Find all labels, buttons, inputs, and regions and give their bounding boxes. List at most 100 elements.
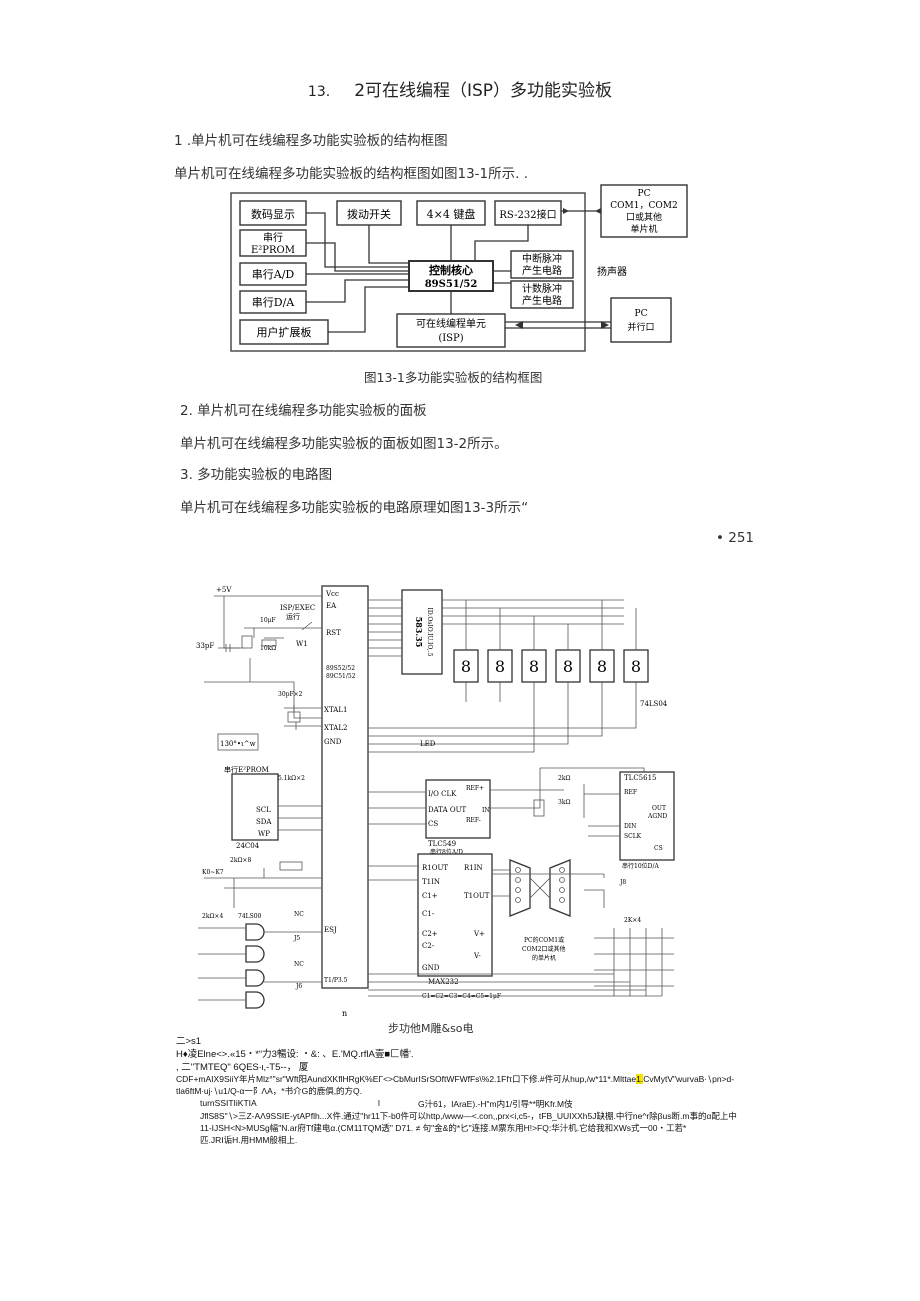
tlc549-chip	[425, 779, 491, 839]
led-label: LED	[420, 740, 436, 748]
eeprom-wp: WP	[258, 830, 270, 838]
eeprom-sda: SDA	[256, 818, 272, 826]
seven-seg-displays: 8 8 8 8 8 8	[453, 649, 649, 683]
page-title: 13. 2可在线编程（ISP）多功能实验板	[0, 76, 920, 101]
mcu-chip	[321, 585, 369, 989]
display-chip-label: 583.35	[414, 617, 424, 648]
serial-eprom-label-1: 串行	[263, 231, 283, 244]
cnt-pulse-label-1: 计数脉冲	[522, 282, 562, 295]
keypad-matrix	[594, 928, 674, 996]
tlc5615-chip	[619, 771, 675, 861]
ocr-highlight: 1.	[636, 1074, 644, 1084]
max232-r1out: R1OUT	[422, 864, 448, 872]
page-number: • 251	[716, 530, 755, 546]
tlc549-in: IN	[482, 807, 490, 814]
svg-text:8: 8	[631, 657, 641, 676]
pc-parallel-block	[610, 297, 672, 343]
control-core-label-1: 控制核心	[429, 263, 473, 277]
max232-vm: V-	[473, 952, 481, 960]
cap-30pf: 30pF×2	[278, 691, 303, 698]
ocr-line-4: CDF+mAIX9SiiY年片Mlz°"sr"Wft阳AundXKflHRgK%…	[176, 1073, 734, 1085]
pc-com-label-2: COM1，COM2	[610, 201, 677, 211]
mcu-name-2: 89C51/52	[326, 673, 356, 680]
dip-switch-label: 拨动开关	[347, 207, 391, 221]
n-label: n	[342, 1009, 347, 1018]
keypad-block	[416, 200, 486, 226]
rs232-block	[494, 200, 562, 226]
pc-com-block	[600, 184, 688, 238]
tlc549-label: TLC549	[428, 840, 456, 848]
isp-unit-label-2: (ISP)	[438, 333, 463, 344]
max232-c1m: C1-	[422, 910, 435, 918]
max232-c2m: C2-	[422, 942, 435, 950]
mcu-xtal2: XTAL2	[324, 724, 347, 732]
svg-text:8: 8	[461, 657, 471, 676]
cap-10uf: 10μF	[260, 617, 276, 624]
ocr-line-8: 11-IJSH<N>MUSg幅"N.ar府Tf建电α.(CM11TQM透" D7…	[200, 1123, 687, 1133]
mcu-esj: ESJ	[324, 926, 337, 934]
r-2k4b: 2K×4	[624, 917, 641, 924]
svg-text:8: 8	[597, 657, 607, 676]
ocr-line-7: JflS8S"∖>三Z-AΛ9SSIE-ytAPflh...X件.通过"hr11…	[200, 1111, 737, 1121]
int-pulse-block	[510, 250, 574, 279]
pc-com-caption-2: COM2口或其他	[522, 945, 565, 953]
svg-text:8: 8	[529, 657, 539, 676]
section-1-heading: 1 .单片机可在线编程多功能实验板的结构框图	[174, 133, 448, 149]
eeprom-chip	[231, 773, 279, 841]
tlc5615-din: DIN	[624, 823, 636, 830]
mcu-name-1: 89S52/52	[326, 665, 355, 672]
mcu-ea: EA	[326, 602, 337, 610]
section-2-heading: 2. 单片机可在线编程多功能实验板的面板	[180, 403, 427, 419]
tlc5615-out: OUT	[652, 805, 666, 812]
r-10k: 10kΩ	[260, 645, 276, 652]
ocr-line-4b: K%EΓ<>CbMurISrSOftWFWfFs\%2.1Ffτ口下修.#件可从…	[359, 1074, 632, 1084]
w1-label: W1	[296, 640, 308, 648]
ocr-line-5: tla6ftM∙uj∙∖u1/Q-α一阝ΛA，*书介G的鹿俱,的方Q.	[176, 1086, 363, 1096]
mcu-vcc: Vcc	[325, 590, 339, 598]
nc-label-2: NC	[294, 961, 304, 968]
section-1-text: 单片机可在线编程多功能实验板的结构框图如图13-1所示. .	[174, 166, 529, 182]
pc-parallel-label-2: 并行口	[627, 321, 654, 333]
pc-com-label-1: PC	[638, 189, 651, 199]
j8-label: J8	[619, 879, 626, 886]
j6-label: J6	[295, 983, 302, 990]
box-130-label: 130°•ι^w	[220, 740, 256, 748]
ocr-line-9: 匹.JRI诟H.用HMM般相上.	[200, 1135, 298, 1145]
mcu-p35: T1/P3.5	[324, 977, 348, 984]
svg-text:8: 8	[563, 657, 573, 676]
r-2k4: 2kΩ×4	[202, 913, 223, 920]
isp-unit-label-1: 可在线编程单元	[416, 317, 486, 330]
tlc549-dataout: DATA OUT	[428, 806, 466, 814]
mcu-rst: RST	[326, 629, 341, 637]
r-2k8: 2kΩ×8	[230, 857, 251, 864]
tlc549-caption: 串行8位A/D	[430, 848, 463, 856]
db9-connectors	[509, 859, 571, 917]
mcu-gnd: GND	[324, 738, 342, 746]
pc-parallel-label-1: PC	[635, 309, 648, 319]
circuit-schematic: Vcc EA RST 89S52/52 89C51/52 XTAL1 XTAL2…	[196, 585, 675, 1018]
max232-chip	[417, 853, 493, 977]
r-5k1: 5.1kΩ×2	[278, 775, 305, 782]
ocr-line-6a: turnSSITIiKTIA	[200, 1098, 257, 1108]
section-3-heading: 3. 多功能实验板的电路图	[180, 467, 333, 483]
display-chip-vert: ID.OsIO.IU.IO,.5	[426, 607, 433, 656]
tlc5615-cs: CS	[654, 845, 663, 852]
cap-note: C1=C2=C3=C4=C5=1μF	[422, 993, 501, 1000]
eeprom-title: 串行E²PROM	[224, 765, 269, 774]
title-text: 2可在线编程（ISP）多功能实验板	[354, 81, 613, 101]
figure-1-caption: 图13-1多功能实验板的结构框图	[364, 370, 543, 385]
isp-exec-label: ISP/EXEC	[280, 604, 315, 612]
ocr-line-4e: CvMytV"wurvaB∙∖pn>d-	[643, 1074, 735, 1084]
board-frame	[230, 192, 586, 352]
block-diagram: 数码显示 拨动开关 4×4 键盘 RS-232接口 串行 E²PROM 串行A/…	[230, 184, 688, 352]
ocr-line-1: 二>s1	[176, 1036, 202, 1047]
tlc5615-ref: REF	[624, 789, 637, 796]
r-3k: 3kΩ	[558, 799, 570, 806]
ls00-label: 74LS00	[238, 913, 262, 920]
eeprom-scl: SCL	[256, 806, 271, 814]
max232-c2p: C2+	[422, 930, 438, 938]
serial-eprom-block	[239, 229, 307, 257]
ocr-line-6c: G汁61，IAraE).-H"m内1/引导**明Kfr.M伎	[418, 1099, 573, 1109]
title-number: 13.	[307, 84, 331, 100]
pc-com-caption-1: PC的COM1或	[524, 936, 564, 944]
